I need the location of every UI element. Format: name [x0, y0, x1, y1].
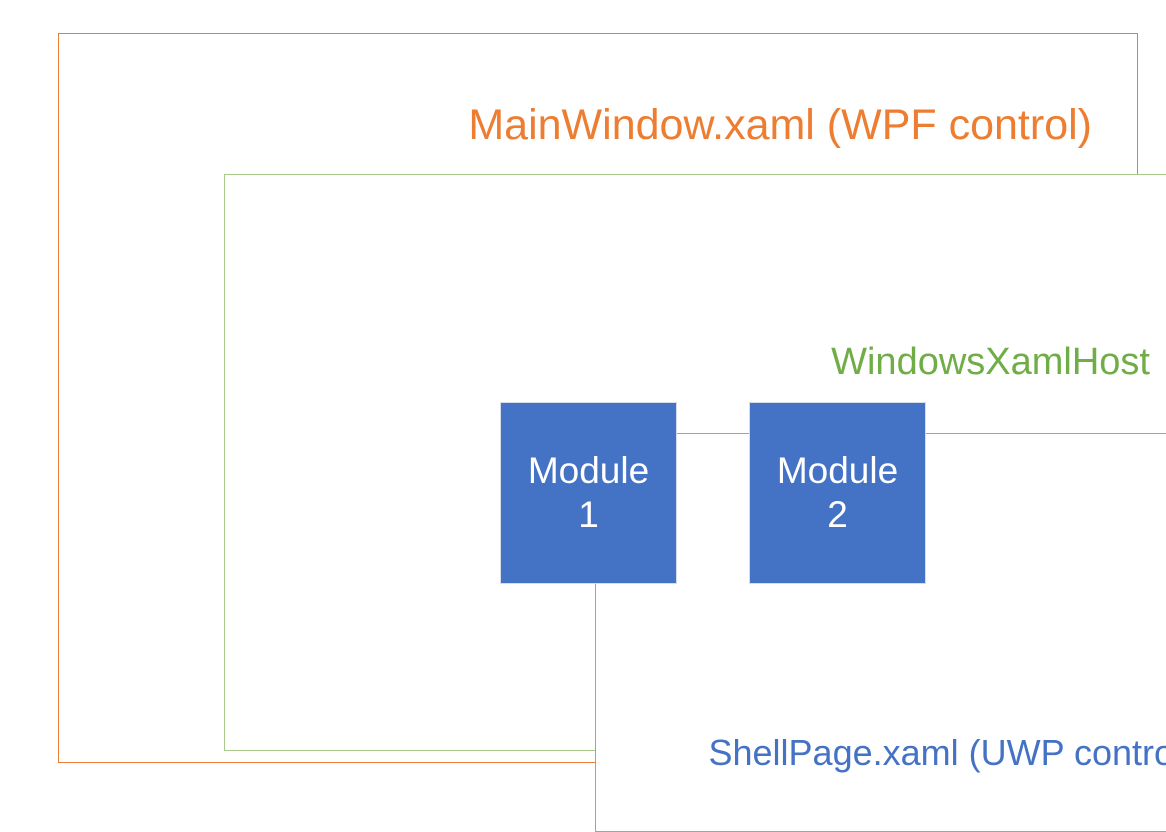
module-1-index: 1 — [578, 494, 599, 535]
layer-shellpage-label: ShellPage.xaml (UWP control) — [708, 732, 1166, 773]
layer-windowsxamlhost-label: WindowsXamlHost — [831, 341, 1150, 383]
module-1-name: Module — [527, 450, 650, 492]
layer-mainwindow-label: MainWindow.xaml (WPF control) — [468, 101, 1092, 149]
diagram-canvas: MainWindow.xaml (WPF control) WindowsXam… — [58, 33, 1166, 832]
layer-windowsxamlhost-box: WindowsXamlHost ShellPage.xaml (UWP cont… — [224, 174, 1166, 832]
layer-mainwindow-box: MainWindow.xaml (WPF control) WindowsXam… — [58, 33, 1166, 832]
module-2-name: Module — [776, 450, 899, 492]
module-box-2: Module 2 — [750, 403, 925, 583]
module-box-1: Module 1 — [501, 403, 676, 583]
module-2-index: 2 — [827, 494, 848, 535]
